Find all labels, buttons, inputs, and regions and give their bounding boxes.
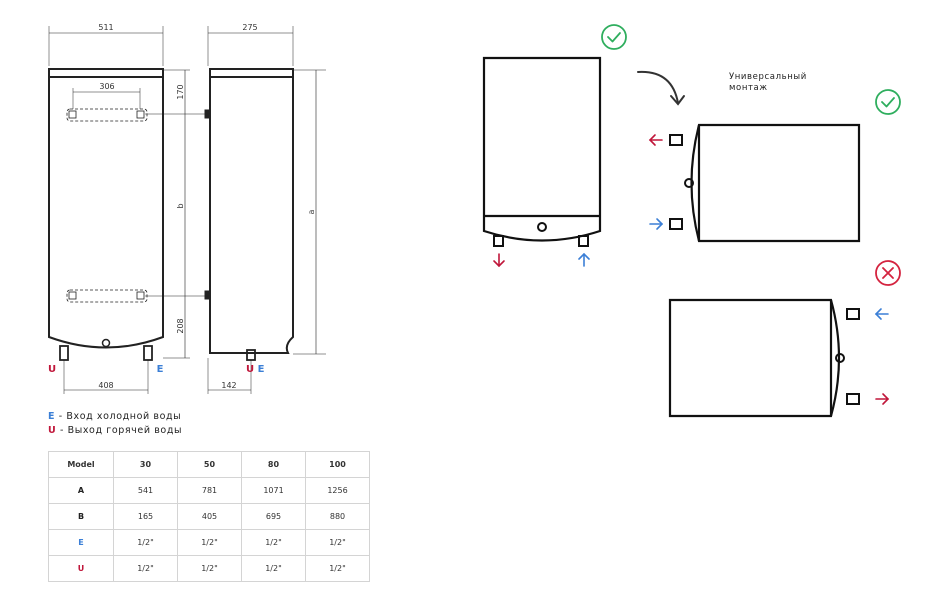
table-row: E 1/2" 1/2" 1/2" 1/2"	[48, 529, 370, 556]
dim-bottom-offset: 208	[176, 318, 185, 333]
table-cell: 1071	[241, 477, 306, 504]
table-cell: 1/2"	[177, 555, 242, 582]
dim-total-height: a	[307, 209, 316, 214]
table-header-cell: Model	[48, 451, 114, 478]
dim-pipe-spacing-top: 306	[99, 82, 114, 91]
legend-cold-text: - Вход холодной воды	[55, 411, 182, 422]
table-cell: 781	[177, 477, 242, 504]
horizontal-mount-correct-diagram	[648, 89, 901, 243]
row-label-a: A	[48, 477, 114, 504]
table-cell: 1256	[305, 477, 370, 504]
mounting-note: Универсальный монтаж	[729, 72, 807, 94]
table-cell: 1/2"	[305, 529, 370, 556]
side-pipe-label-hot: U	[246, 364, 254, 375]
table-cell: 1/2"	[177, 529, 242, 556]
table-cell: 1/2"	[241, 529, 306, 556]
table-row: U 1/2" 1/2" 1/2" 1/2"	[48, 555, 370, 582]
legend-cold-water: E - Вход холодной воды	[48, 410, 182, 424]
table-header-cell: 100	[305, 451, 370, 478]
pipe-legend: E - Вход холодной воды U - Выход горячей…	[48, 410, 182, 438]
dim-mid-height: b	[176, 203, 185, 208]
front-pipe-label-cold: E	[157, 364, 164, 375]
table-cell: 880	[305, 503, 370, 530]
table-cell: 165	[113, 503, 178, 530]
table-row: A 541 781 1071 1256	[48, 477, 370, 504]
horizontal-mount-wrong-diagram	[668, 260, 901, 418]
spec-table: Model 30 50 80 100 A 541 781 1071 1256 B…	[48, 451, 370, 582]
legend-hot-code: U	[48, 425, 57, 436]
table-header-cell: 50	[177, 451, 242, 478]
vertical-mount-diagram	[482, 24, 627, 268]
cold-water-in-arrow-icon	[874, 308, 889, 320]
side-pipe-label-cold: E	[258, 364, 265, 375]
table-cell: 1/2"	[113, 529, 178, 556]
rotate-arrow-icon	[637, 70, 685, 106]
dim-front-width: 511	[98, 23, 113, 32]
check-icon-vertical	[601, 24, 627, 50]
cross-icon	[875, 260, 901, 286]
dim-pipe-spacing-bottom: 408	[98, 381, 113, 390]
dim-top-offset: 170	[176, 84, 185, 99]
table-row: B 165 405 695 880	[48, 503, 370, 530]
side-view	[204, 26, 326, 394]
mounting-note-line2: монтаж	[729, 83, 768, 93]
table-cell: 1/2"	[113, 555, 178, 582]
table-cell: 405	[177, 503, 242, 530]
row-label-b: B	[48, 503, 114, 530]
table-cell: 1/2"	[305, 555, 370, 582]
hot-water-out-arrow-icon	[648, 134, 663, 146]
hot-water-out-arrow-icon	[493, 253, 505, 268]
legend-cold-code: E	[48, 411, 56, 422]
row-label-e: E	[48, 529, 114, 556]
front-view	[48, 26, 205, 394]
table-cell: 541	[113, 477, 178, 504]
check-icon-horizontal	[875, 89, 901, 115]
table-cell: 1/2"	[241, 555, 306, 582]
table-header-cell: 30	[113, 451, 178, 478]
legend-hot-water: U - Выход горячей воды	[48, 424, 182, 438]
hot-water-out-arrow-icon	[875, 393, 890, 405]
dim-side-depth: 275	[242, 23, 257, 32]
dim-side-pipe-offset: 142	[221, 381, 236, 390]
spec-table-header: Model 30 50 80 100	[48, 451, 370, 478]
cold-water-in-arrow-icon	[578, 252, 590, 267]
cold-water-in-arrow-icon	[649, 218, 664, 230]
legend-hot-text: - Выход горячей воды	[56, 425, 183, 436]
table-cell: 695	[241, 503, 306, 530]
row-label-u: U	[48, 555, 114, 582]
table-header-cell: 80	[241, 451, 306, 478]
front-pipe-label-hot: U	[48, 364, 56, 375]
mounting-note-line1: Универсальный	[729, 72, 807, 82]
